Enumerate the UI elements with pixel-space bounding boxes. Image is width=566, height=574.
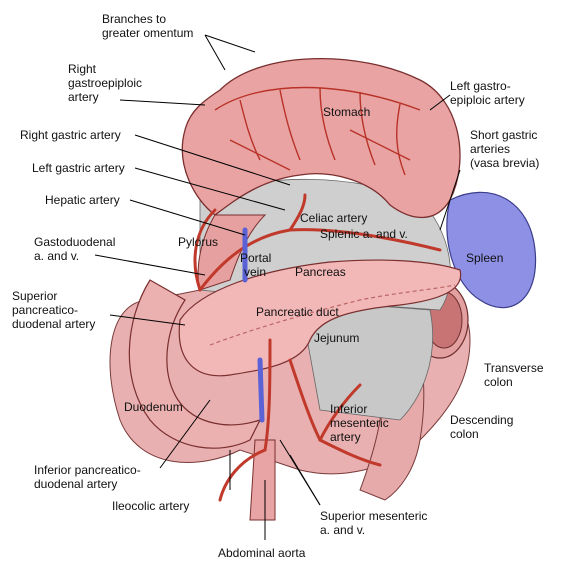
- label-jejunum: Jejunum: [314, 331, 359, 345]
- label-left-gastroepiploic-artery: Left gastro- epiploic artery: [450, 79, 525, 107]
- label-splenic-a-and-v: Splenic a. and v.: [320, 227, 408, 241]
- abdominal-aorta: [249, 439, 276, 521]
- label-transverse-colon: Transverse colon: [484, 361, 547, 389]
- label-spleen: Spleen: [466, 251, 503, 265]
- label-stomach: Stomach: [323, 105, 370, 119]
- pancreas: [178, 259, 462, 377]
- spleen: [446, 191, 537, 309]
- arteries: [193, 193, 442, 502]
- label-celiac-artery: Celiac artery: [300, 211, 367, 225]
- label-inferior-pancreaticoduodenal-artery: Inferior pancreatico- duodenal artery: [34, 463, 144, 491]
- labels: Branches to greater omentum Right gastro…: [12, 12, 547, 560]
- label-descending-colon: Descending colon: [450, 413, 517, 441]
- label-hepatic-artery: Hepatic artery: [45, 193, 120, 207]
- label-right-gastric-artery: Right gastric artery: [20, 128, 121, 142]
- label-pylorus: Pylorus: [178, 235, 218, 249]
- stomach: [181, 57, 461, 218]
- label-portal-vein: Portal vein: [240, 251, 275, 279]
- label-abdominal-aorta: Abdominal aorta: [218, 546, 306, 560]
- stomach-vessels: [214, 86, 421, 176]
- label-branches-to-greater-omentum: Branches to greater omentum: [102, 12, 193, 40]
- label-pancreas: Pancreas: [295, 265, 346, 279]
- label-left-gastric-artery: Left gastric artery: [32, 161, 125, 175]
- label-ileocolic-artery: Ileocolic artery: [112, 499, 189, 513]
- label-pancreatic-duct: Pancreatic duct: [256, 305, 339, 319]
- label-inferior-mesenteric-artery: Inferior mesenteric artery: [330, 402, 392, 444]
- pancreatic-duct: [209, 284, 456, 346]
- label-superior-mesenteric-a-and-v: Superior mesenteric a. and v.: [320, 509, 431, 537]
- veins: [242, 227, 265, 423]
- label-right-gastroepiploic-artery: Right gastroepiploic artery: [68, 62, 145, 104]
- label-duodenum: Duodenum: [124, 400, 183, 414]
- label-short-gastric-arteries: Short gastric arteries (vasa brevia): [470, 128, 541, 170]
- label-gastroduodenal-a-and-v: Gastoduodenal a. and v.: [34, 235, 119, 263]
- leader-lines: [94, 34, 461, 540]
- label-superior-pancreaticoduodenal-artery: Superior pancreatico- duodenal artery: [12, 289, 95, 331]
